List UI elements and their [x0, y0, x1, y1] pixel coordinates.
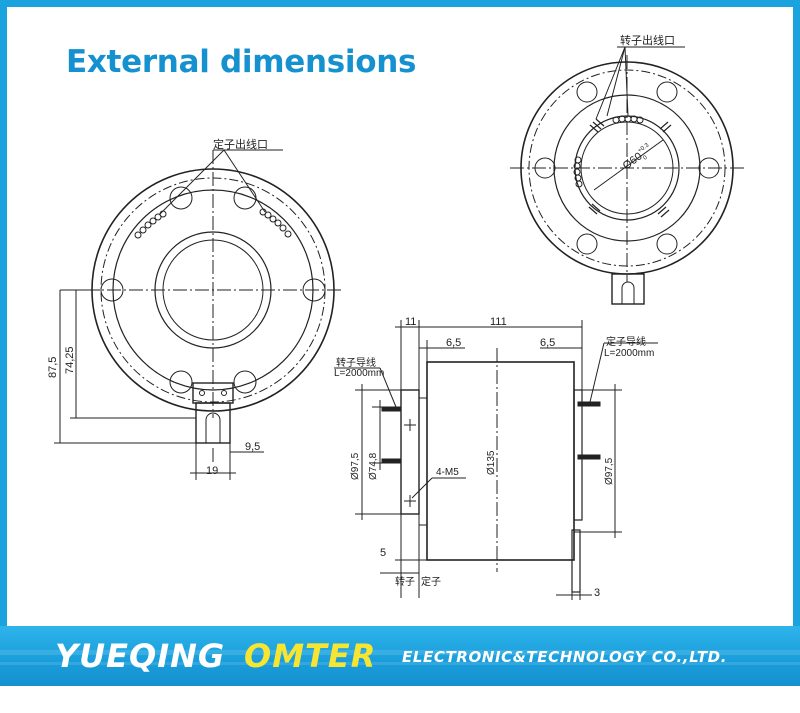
dim-6-5-left: 6,5: [446, 337, 461, 349]
rotor-outlet-label: 转子出线口: [620, 33, 675, 47]
company-name: ELECTRONIC&TECHNOLOGY CO.,LTD.: [402, 648, 728, 666]
stator-wire-label: 定子导线: [606, 335, 646, 348]
tolerance-lower: 0: [642, 154, 649, 161]
dim-9-5: 9,5: [245, 441, 260, 453]
dim-111: 111: [490, 316, 507, 328]
stator-wire-coils-left: [134, 210, 167, 239]
stator-wire-length: L=2000mm: [604, 348, 654, 359]
dim-3: 3: [594, 587, 600, 599]
banner-stripe: [0, 662, 800, 665]
front-view: [54, 149, 341, 480]
dim-74-8: Ø74,8: [368, 452, 379, 480]
hole-spec: 4-M5: [436, 467, 459, 478]
rear-view: [510, 46, 744, 305]
dim-74-25: 74,25: [64, 346, 76, 374]
dim-97-5-right: Ø97,5: [604, 457, 615, 485]
dim-19: 19: [206, 465, 218, 477]
dim-11: 11: [405, 316, 416, 328]
stator-label: 定子: [421, 575, 441, 588]
company-banner: YUEQING OMTER ELECTRONIC&TECHNOLOGY CO.,…: [0, 626, 800, 686]
rotor-wire-length: L=2000mm: [334, 368, 384, 379]
rotor-wire-label: 转子导线: [336, 356, 376, 369]
stator-outlet-label: 定子出线口: [213, 137, 268, 151]
bottom-bar: [0, 686, 800, 713]
technical-drawing: 定子出线口 87,5 74,25 19 9,5: [47, 33, 744, 600]
dim-97-5-left: Ø97,5: [350, 452, 361, 480]
stator-wire-coils-right: [259, 208, 292, 238]
side-view: [334, 320, 658, 600]
dim-87-5: 87,5: [47, 357, 59, 378]
brand-secondary: OMTER: [244, 637, 377, 675]
dim-5: 5: [380, 547, 386, 559]
banner-stripe: [0, 650, 800, 655]
brand-primary: YUEQING: [55, 637, 226, 675]
rotor-label: 转子: [395, 575, 415, 588]
page-title: External dimensions: [66, 44, 417, 80]
dim-135: Ø135: [486, 450, 497, 475]
dim-6-5-right: 6,5: [540, 337, 555, 349]
bore-dimension: Ø60 +0.3 0: [621, 142, 651, 172]
tolerance-upper: +0.3: [637, 142, 651, 154]
